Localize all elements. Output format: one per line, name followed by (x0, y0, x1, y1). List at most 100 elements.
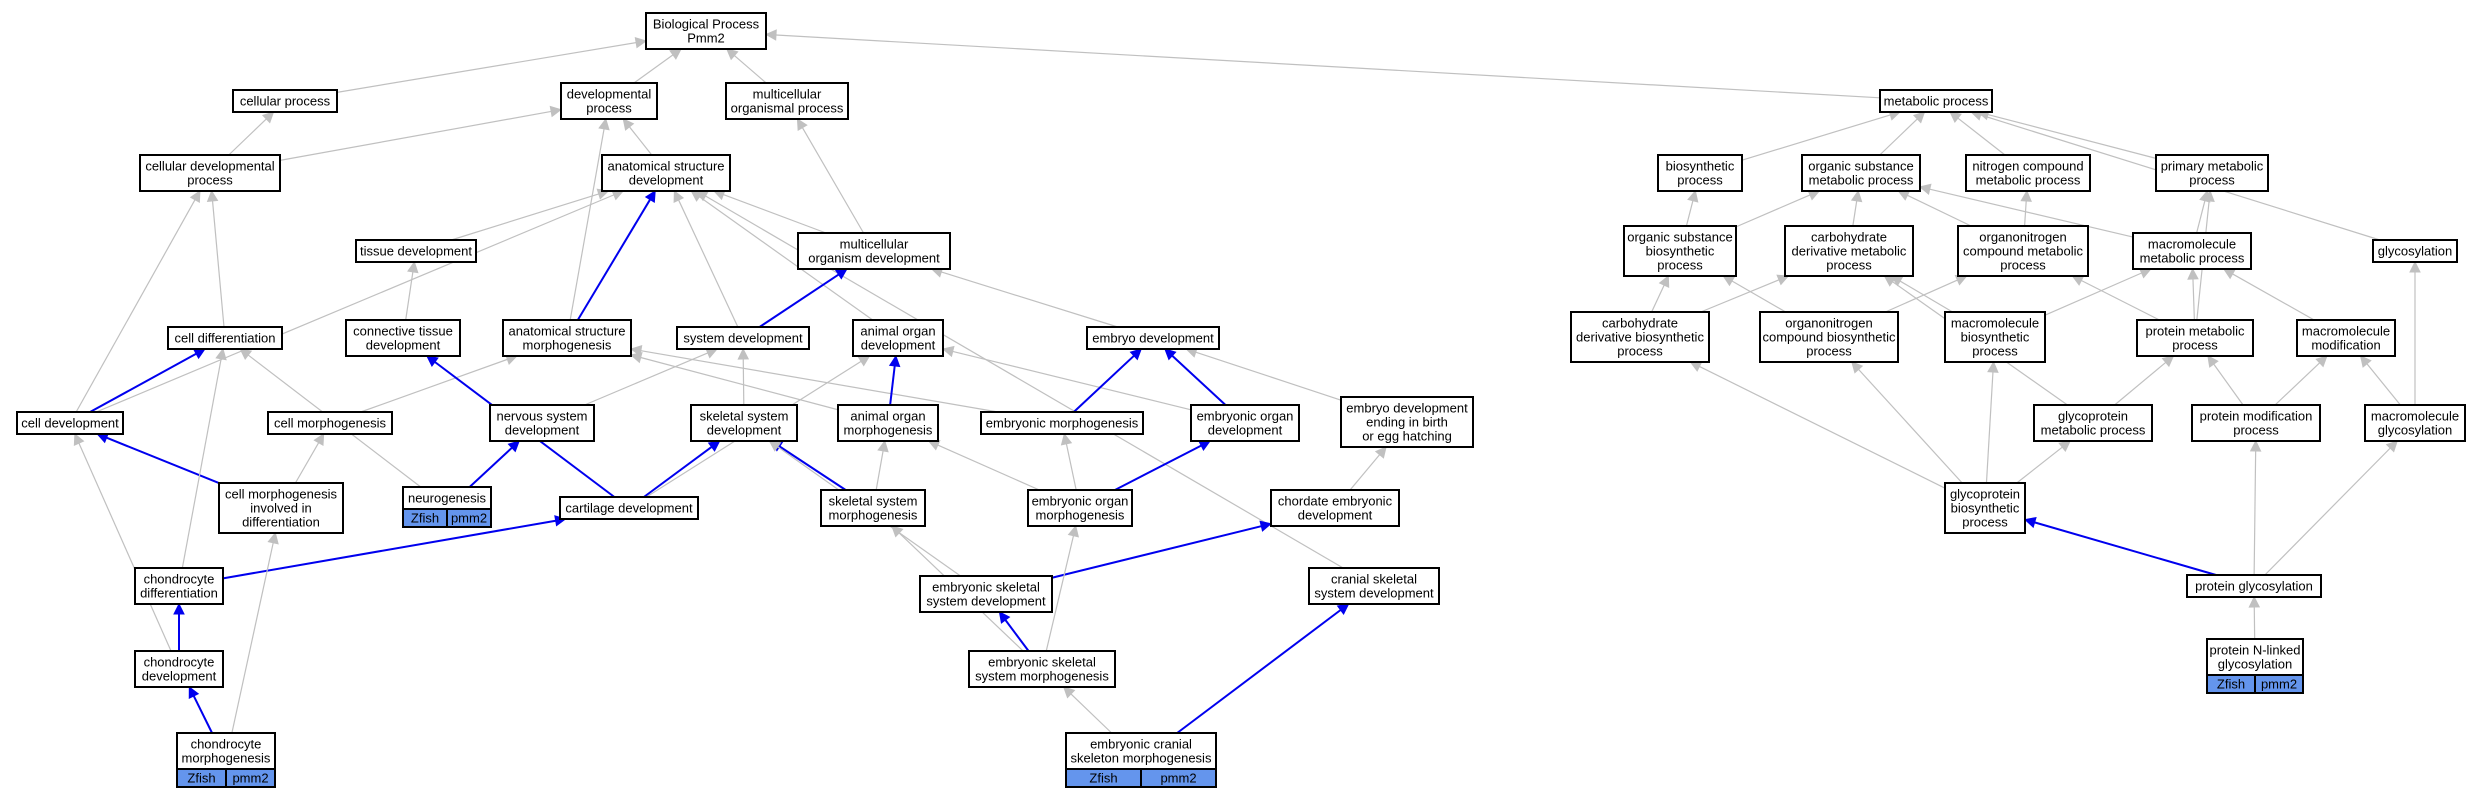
edge-line (2192, 278, 2195, 321)
node-label: biosynthetic (1951, 501, 2020, 516)
node-label: process (586, 101, 632, 116)
edge-arrowhead (622, 118, 635, 131)
edge-multicellular-organism-development-to-anatomical-structure-development (712, 189, 827, 234)
edge-anatomical-structure-morphogenesis-to-anatomical-structure-development (576, 190, 656, 321)
edge-arrowhead (1987, 360, 1999, 373)
node-box (267, 411, 393, 435)
edge-line (2196, 200, 2206, 234)
edge-arrowhead (188, 685, 200, 699)
edge-line (1987, 113, 2157, 159)
go-term-cell-development[interactable]: cell development (16, 411, 124, 435)
node-label: organic substance (1808, 159, 1914, 174)
go-term-tissue-development[interactable]: tissue development (355, 239, 477, 263)
edge-chondrocyte-differentiation-to-cell-differentiation (181, 347, 227, 569)
edge-arrowhead (1722, 275, 1736, 287)
node-label: connective tissue (353, 324, 453, 339)
node-label: process (2000, 258, 2046, 273)
go-term-cellular-process[interactable]: cellular process (232, 89, 338, 113)
node-box (1570, 311, 1710, 363)
edge-embryonic-cranial-skeleton-morphogenesis-to-cranial-skeletal-system-development (1176, 603, 1350, 734)
edge-protein-glycosylation-to-macromolecule-glycosylation (2264, 440, 2399, 576)
go-term-protein-glycosylation[interactable]: protein glycosylation (2186, 574, 2322, 598)
node-label: morphogenesis (1036, 508, 1125, 523)
node-box (2132, 232, 2252, 270)
node-label: tissue development (360, 244, 472, 259)
go-term-system-development[interactable]: system development (676, 326, 810, 350)
edge-protein-metabolic-process-to-macromolecule-metabolic-process (2187, 267, 2199, 321)
edge-line (228, 118, 267, 156)
edge-arrowhead (239, 348, 253, 360)
node-box (560, 82, 658, 120)
edge-arrowhead (1129, 348, 1143, 361)
node-box (16, 411, 124, 435)
node-box (1965, 154, 2091, 192)
node-label: protein glycosylation (2195, 579, 2313, 594)
edge-line (106, 436, 220, 484)
node-label: morphogenesis (844, 423, 933, 438)
go-term-embryonic-morphogenesis[interactable]: embryonic morphogenesis (980, 411, 1144, 435)
node-label: compound biosynthetic (1763, 330, 1896, 345)
edge-arrowhead (1687, 189, 1699, 203)
go-term-cartilage-development[interactable]: cartilage development (559, 496, 699, 520)
edge-arrowhead (857, 355, 871, 367)
node-box (345, 319, 461, 357)
edge-line (468, 447, 513, 488)
go-term-embryo-development[interactable]: embryo development (1086, 326, 1220, 350)
edge-anatomical-structure-morphogenesis-to-developmental-process (569, 117, 610, 321)
edge-line (699, 196, 874, 321)
go-term-cell-morphogenesis[interactable]: cell morphogenesis (267, 411, 393, 435)
edge-embryonic-morphogenesis-to-embryo-development (1073, 348, 1143, 413)
edge-multicellular-organism-development-to-multicellular-organismal-process (796, 118, 865, 234)
go-term-glycosylation[interactable]: glycosylation (2372, 239, 2458, 263)
edge-arrowhead (1776, 274, 1790, 286)
go-term-cell-differentiation[interactable]: cell differentiation (167, 326, 283, 350)
edge-line (1985, 371, 1994, 484)
go-term-metabolic-process[interactable]: metabolic process (1879, 89, 1993, 113)
edge-arrowhead (796, 118, 808, 131)
